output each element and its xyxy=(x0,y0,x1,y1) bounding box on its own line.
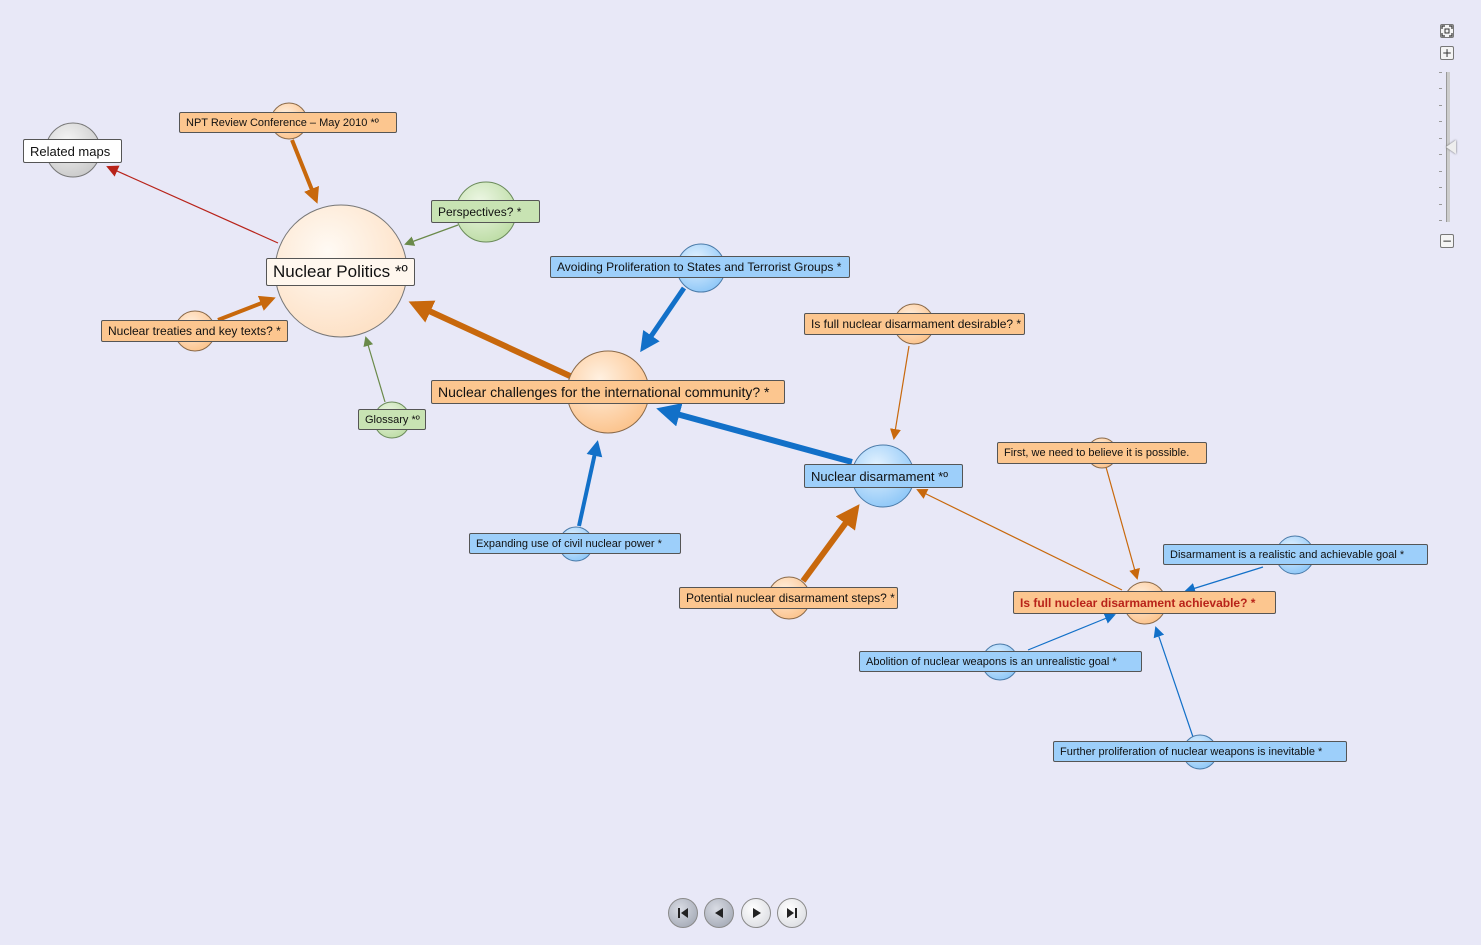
node-potential-steps[interactable]: Potential nuclear disarmament steps? * xyxy=(679,587,898,609)
link-perspectives-to-politics[interactable] xyxy=(404,224,459,246)
zoom-in-button[interactable]: + xyxy=(1440,46,1454,60)
node-perspectives[interactable]: Perspectives? * xyxy=(431,200,540,223)
link-challenges-to-politics[interactable] xyxy=(408,300,572,379)
link-desirable-to-disarmament[interactable] xyxy=(890,345,910,440)
zoom-tick xyxy=(1439,88,1442,89)
node-avoiding-proliferation[interactable]: Avoiding Proliferation to States and Ter… xyxy=(550,256,850,278)
node-related-maps[interactable]: Related maps xyxy=(23,139,122,163)
link-politics-to-related[interactable] xyxy=(106,165,279,244)
zoom-slider-thumb[interactable] xyxy=(1446,140,1456,154)
node-full-disarmament-desirable[interactable]: Is full nuclear disarmament desirable? * xyxy=(804,313,1025,335)
play-button[interactable] xyxy=(741,898,771,928)
zoom-tick xyxy=(1439,105,1442,106)
link-treaties-to-politics[interactable] xyxy=(217,295,276,322)
links xyxy=(106,139,1264,738)
zoom-tick xyxy=(1439,154,1442,155)
node-full-disarmament-achievable[interactable]: Is full nuclear disarmament achievable? … xyxy=(1013,591,1276,614)
link-expanding-to-challenges[interactable] xyxy=(577,440,603,527)
play-icon xyxy=(753,908,761,918)
fit-to-screen-button[interactable] xyxy=(1440,24,1454,38)
step-back-icon xyxy=(715,908,723,918)
zoom-tick xyxy=(1439,220,1442,221)
node-nuclear-treaties[interactable]: Nuclear treaties and key texts? * xyxy=(101,320,288,342)
node-first-believe[interactable]: First, we need to believe it is possible… xyxy=(997,442,1207,464)
skip-to-end-icon xyxy=(787,908,797,918)
zoom-tick xyxy=(1439,187,1442,188)
link-glossary-to-politics[interactable] xyxy=(363,336,386,403)
link-disarmament-to-challenges[interactable] xyxy=(656,403,853,465)
link-npt-to-politics[interactable] xyxy=(290,139,319,204)
zoom-out-button[interactable]: − xyxy=(1440,234,1454,248)
zoom-tick xyxy=(1439,121,1442,122)
node-glossary[interactable]: Glossary *º xyxy=(358,409,426,430)
link-abolition-to-achievable[interactable] xyxy=(1027,613,1116,651)
node-npt-review[interactable]: NPT Review Conference – May 2010 *º xyxy=(179,112,397,133)
node-further-proliferation[interactable]: Further proliferation of nuclear weapons… xyxy=(1053,741,1347,762)
node-abolition-unrealistic[interactable]: Abolition of nuclear weapons is an unrea… xyxy=(859,651,1142,672)
node-nuclear-challenges[interactable]: Nuclear challenges for the international… xyxy=(431,380,785,404)
zoom-tick xyxy=(1439,171,1442,172)
link-steps-to-disarmament[interactable] xyxy=(800,504,860,583)
fit-to-screen-icon xyxy=(1441,25,1453,37)
link-avoiding-to-challenges[interactable] xyxy=(640,286,687,353)
zoom-tick xyxy=(1439,204,1442,205)
previous-button[interactable] xyxy=(704,898,734,928)
link-realistic-to-achievable[interactable] xyxy=(1184,566,1264,594)
link-achievable-to-disarmament[interactable] xyxy=(916,489,1123,591)
node-nuclear-politics[interactable]: Nuclear Politics *º xyxy=(266,258,415,286)
first-button[interactable] xyxy=(668,898,698,928)
node-nuclear-disarmament[interactable]: Nuclear disarmament *º xyxy=(804,464,963,488)
node-disarmament-realistic[interactable]: Disarmament is a realistic and achievabl… xyxy=(1163,544,1428,565)
link-believe-to-achievable[interactable] xyxy=(1105,466,1140,580)
zoom-tick xyxy=(1439,138,1442,139)
skip-to-start-icon xyxy=(678,908,688,918)
link-proliferation-to-achievable[interactable] xyxy=(1153,626,1194,738)
node-expanding-civil[interactable]: Expanding use of civil nuclear power * xyxy=(469,533,681,554)
last-button[interactable] xyxy=(777,898,807,928)
zoom-tick xyxy=(1439,72,1442,73)
